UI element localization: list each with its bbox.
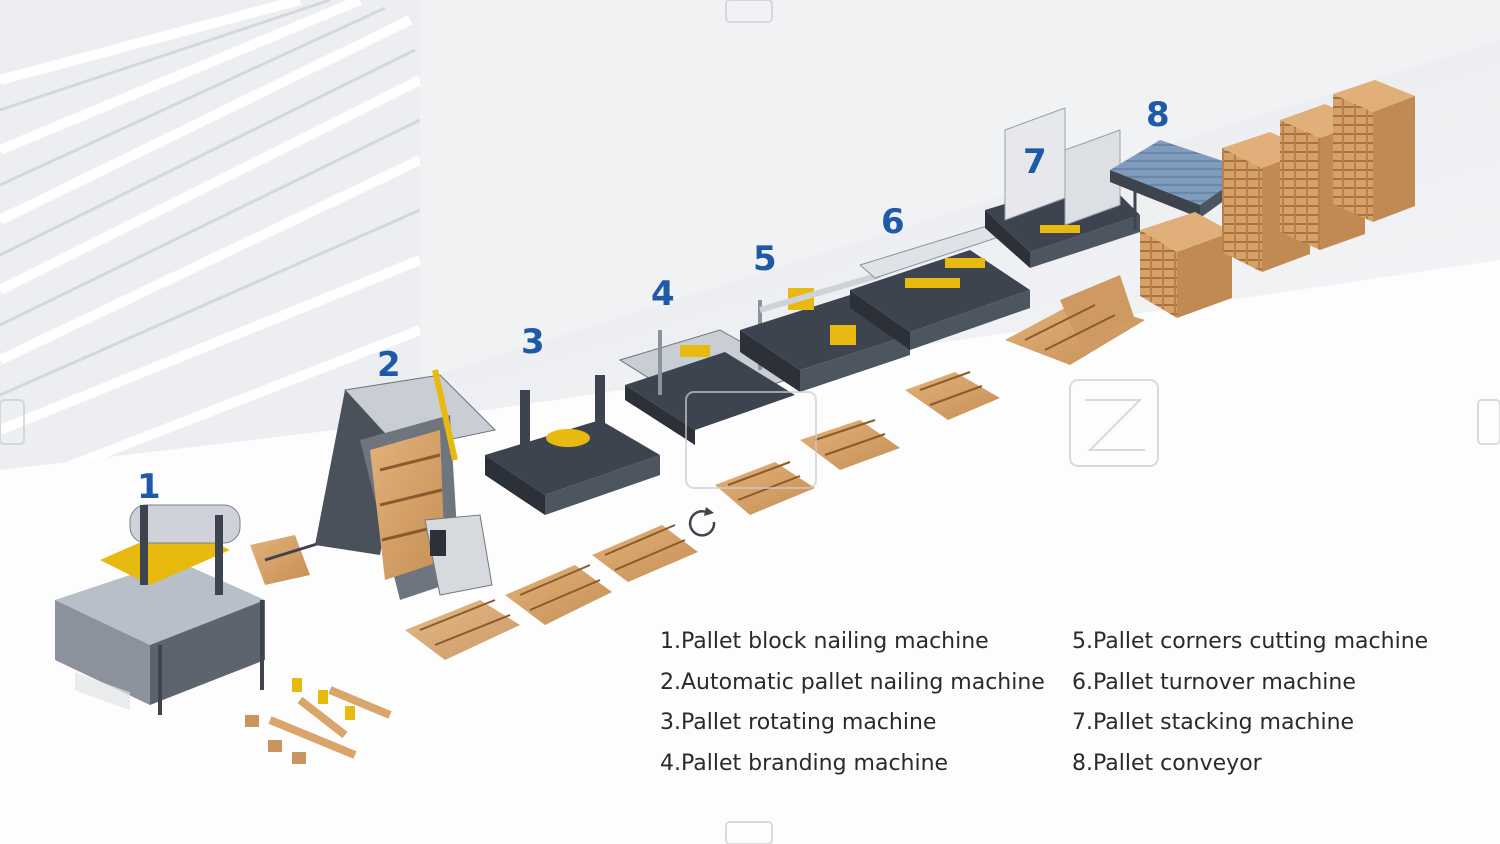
station-number-3: 3 [521,322,545,362]
pallets-on-floor [405,275,1145,660]
machine-turnover [850,224,1030,350]
legend-item: 5.Pallet corners cutting machine [1072,629,1429,654]
legend-item: 7.Pallet stacking machine [1072,710,1355,735]
legend-item: 8.Pallet conveyor [1072,750,1262,776]
legend-item: 2.Automatic pallet nailing machine [660,669,1045,695]
station-number-7: 7 [1023,142,1047,182]
station-number-8: 8 [1146,95,1170,135]
machine-stacking [985,107,1140,268]
rotate-arrow-icon [688,507,716,537]
station-number-2: 2 [377,345,401,385]
legend-right-column: 5.Pallet corners cutting machine 6.Palle… [1072,622,1428,784]
station-number-5: 5 [753,239,777,279]
machine-rotating [485,375,660,515]
legend-item: 1.Pallet block nailing machine [660,629,989,654]
legend-item: 4.Pallet branding machine [660,750,949,776]
pallet-stacks [1140,80,1415,318]
station-number-4: 4 [651,274,675,314]
station-number-6: 6 [881,202,905,242]
parts-blocks-and-boards [245,678,392,764]
machine-block-nailing [55,504,331,715]
legend-item: 3.Pallet rotating machine [660,710,937,735]
machine-automatic-nailing [315,369,497,600]
station-number-1: 1 [137,467,161,507]
legend-left-column: 1.Pallet block nailing machine 2.Automat… [660,622,1045,784]
legend-item: 6.Pallet turnover machine [1072,669,1356,695]
